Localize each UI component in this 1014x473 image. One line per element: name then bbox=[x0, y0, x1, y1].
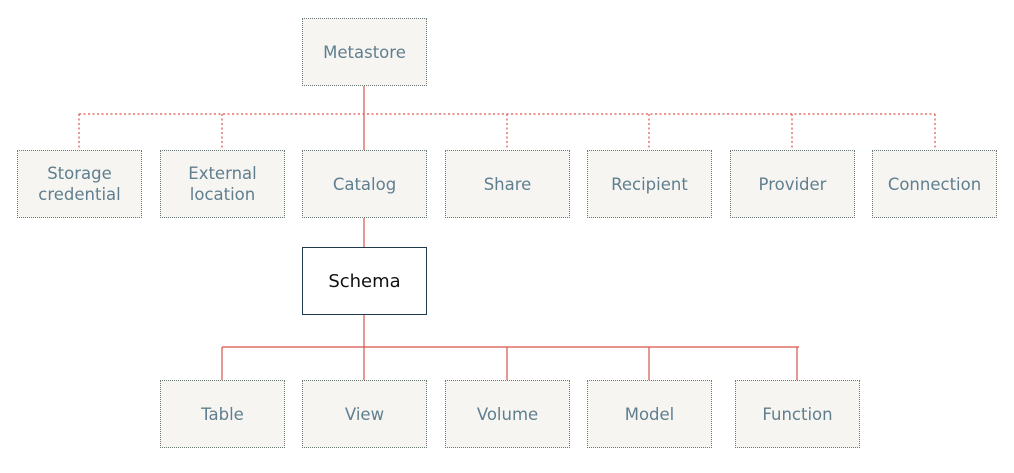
catalog-label: Catalog bbox=[332, 174, 397, 194]
connection-node: Connection bbox=[872, 150, 997, 218]
function-node: Function bbox=[735, 380, 860, 448]
recipient-node: Recipient bbox=[587, 150, 712, 218]
table-node: Table bbox=[160, 380, 285, 448]
provider-label: Provider bbox=[758, 174, 827, 194]
metastore-node: Metastore bbox=[302, 18, 427, 86]
external-location-label: External location bbox=[188, 164, 257, 204]
model-label: Model bbox=[624, 404, 675, 424]
view-label: View bbox=[344, 404, 385, 424]
storage-credential-node: Storage credential bbox=[17, 150, 142, 218]
storage-credential-label: Storage credential bbox=[38, 164, 121, 204]
table-label: Table bbox=[201, 404, 244, 424]
catalog-node: Catalog bbox=[302, 150, 427, 218]
volume-label: Volume bbox=[476, 404, 539, 424]
share-label: Share bbox=[483, 174, 532, 194]
external-location-node: External location bbox=[160, 150, 285, 218]
provider-node: Provider bbox=[730, 150, 855, 218]
volume-node: Volume bbox=[445, 380, 570, 448]
connection-label: Connection bbox=[887, 174, 982, 194]
schema-label: Schema bbox=[328, 270, 401, 292]
schema-node: Schema bbox=[302, 247, 427, 315]
model-node: Model bbox=[587, 380, 712, 448]
recipient-label: Recipient bbox=[611, 174, 688, 194]
metastore-label: Metastore bbox=[323, 42, 406, 62]
view-node: View bbox=[302, 380, 427, 448]
share-node: Share bbox=[445, 150, 570, 218]
function-label: Function bbox=[762, 404, 833, 424]
